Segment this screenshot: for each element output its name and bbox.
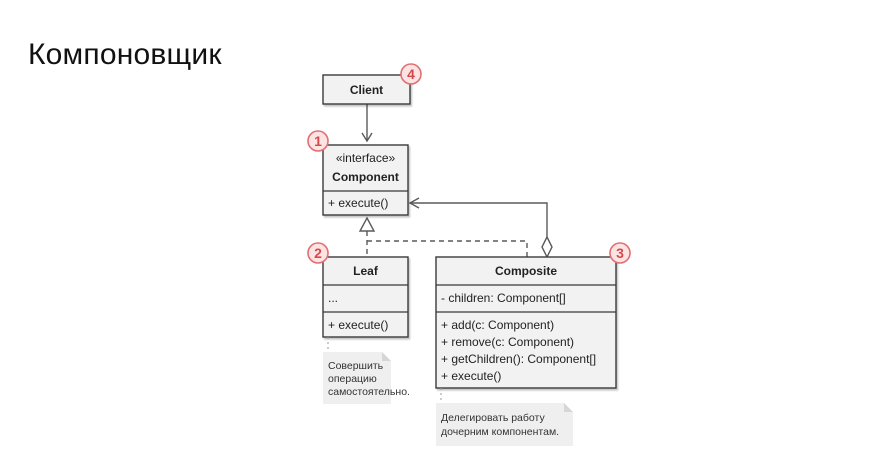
svg-text:2: 2 bbox=[314, 245, 322, 261]
badge-composite: 3 bbox=[609, 242, 631, 264]
leaf-note-line-3: самостоятельно. bbox=[328, 386, 410, 398]
composite-note-line-2: дочерним компонентам. bbox=[441, 426, 559, 438]
svg-text:3: 3 bbox=[616, 245, 624, 261]
composite-field: - children: Component[] bbox=[441, 291, 566, 305]
svg-text:4: 4 bbox=[407, 66, 415, 82]
badge-component: 1 bbox=[307, 130, 329, 152]
component-stereotype: «interface» bbox=[336, 151, 396, 165]
composite-method-getchildren: + getChildren(): Component[] bbox=[441, 352, 596, 366]
leaf-method: + execute() bbox=[328, 318, 388, 332]
leaf-note-line-2: операцию bbox=[328, 373, 377, 385]
composite-method-remove: + remove(c: Component) bbox=[441, 335, 574, 349]
slide-title: Компоновщик bbox=[28, 38, 222, 71]
composite-name: Composite bbox=[495, 264, 557, 278]
composite-note-line-1: Делегировать работу bbox=[441, 412, 545, 424]
composite-note: Делегировать работу дочерним компонентам… bbox=[436, 388, 573, 446]
badge-client: 4 bbox=[400, 63, 422, 85]
component-method: + execute() bbox=[328, 196, 388, 210]
leaf-note: Совершить операцию самостоятельно. bbox=[323, 337, 410, 404]
composite-aggregation-arrow bbox=[408, 197, 553, 259]
client-class: Client bbox=[322, 74, 411, 105]
composite-class: Composite - children: Component[] + add(… bbox=[435, 256, 617, 389]
realization-arrows bbox=[358, 216, 528, 257]
svg-text:1: 1 bbox=[314, 133, 322, 149]
component-name: Component bbox=[332, 170, 399, 184]
client-name: Client bbox=[350, 83, 383, 97]
badge-leaf: 2 bbox=[307, 242, 329, 264]
component-interface: «interface» Component + execute() bbox=[322, 144, 409, 216]
client-to-component-arrow bbox=[361, 104, 373, 143]
leaf-field: ... bbox=[328, 291, 338, 305]
leaf-note-line-1: Совершить bbox=[328, 360, 384, 372]
leaf-class: Leaf ... + execute() bbox=[322, 256, 409, 338]
composite-method-add: + add(c: Component) bbox=[441, 318, 554, 332]
composite-method-execute: + execute() bbox=[441, 369, 501, 383]
leaf-name: Leaf bbox=[353, 264, 379, 278]
